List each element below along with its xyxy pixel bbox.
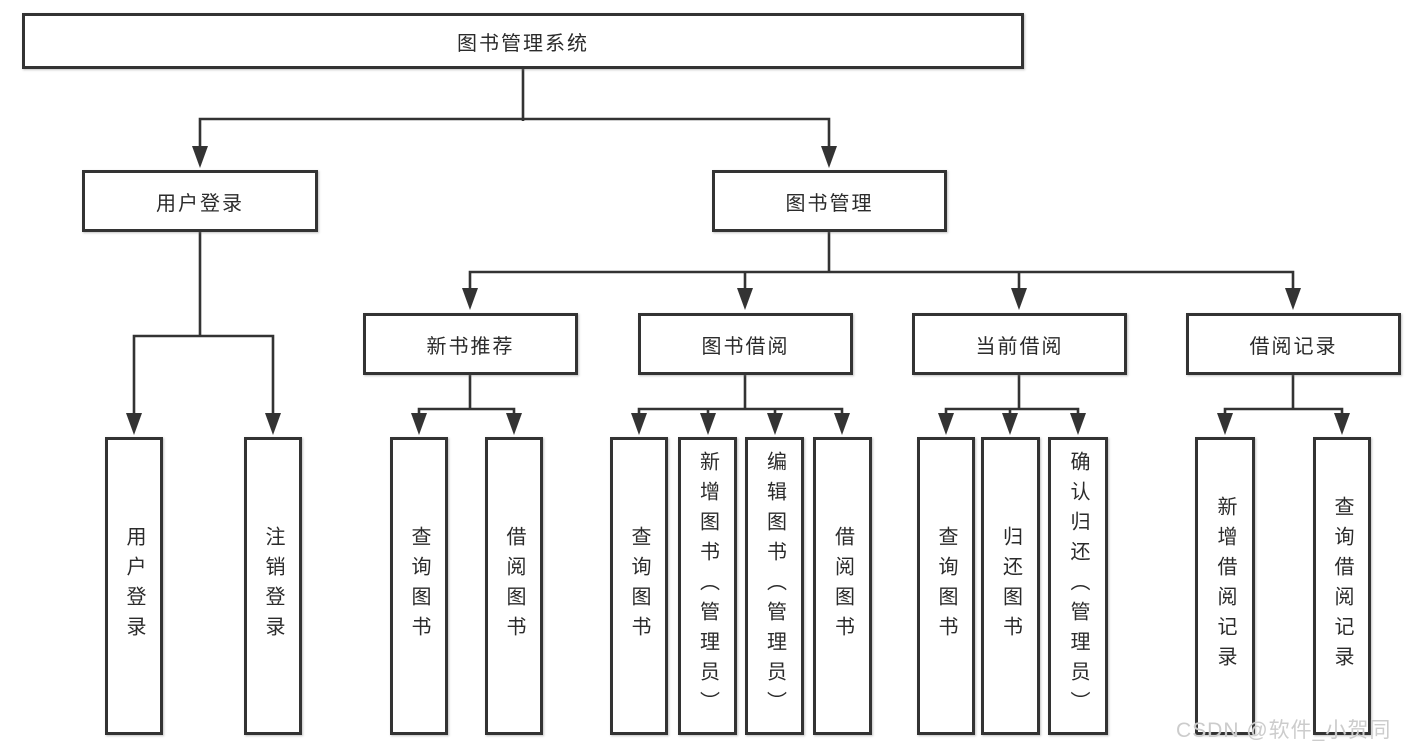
leaf-query-books-3: 查询图书	[917, 437, 975, 735]
arrowhead	[506, 413, 522, 435]
edge-records-branch	[1223, 407, 1344, 425]
node-book-borrowing: 图书借阅	[638, 313, 853, 375]
arrowhead	[411, 413, 427, 435]
node-new-book-recommendation: 新书推荐	[363, 313, 578, 375]
leaf-borrow-books-1: 借阅图书	[485, 437, 543, 735]
arrowhead	[265, 413, 281, 435]
arrowhead	[737, 288, 753, 310]
arrowhead	[1011, 288, 1027, 310]
arrowhead	[126, 413, 142, 435]
arrowhead	[1070, 413, 1086, 435]
leaf-query-borrow-record: 查询借阅记录	[1313, 437, 1371, 735]
arrowhead	[462, 288, 478, 310]
node-borrowing-records: 借阅记录	[1186, 313, 1401, 375]
arrowhead	[192, 146, 208, 168]
arrowhead	[1285, 288, 1301, 310]
arrowhead	[767, 413, 783, 435]
edge-root-branch	[198, 117, 831, 158]
leaf-logout: 注销登录	[244, 437, 302, 735]
leaf-confirm-return-admin: 确认归还（管理员）	[1048, 437, 1108, 735]
edge-borrow-branch	[637, 407, 844, 425]
arrowhead	[938, 413, 954, 435]
leaf-query-books-2: 查询图书	[610, 437, 668, 735]
arrowhead	[700, 413, 716, 435]
arrowhead	[1334, 413, 1350, 435]
leaf-borrow-books-2: 借阅图书	[813, 437, 872, 735]
arrowhead	[821, 146, 837, 168]
leaf-query-books-1: 查询图书	[390, 437, 448, 735]
leaf-edit-books-admin: 编辑图书（管理员）	[745, 437, 804, 735]
node-current-borrowing: 当前借阅	[912, 313, 1127, 375]
arrowhead	[1217, 413, 1233, 435]
arrowhead	[631, 413, 647, 435]
node-book-management: 图书管理	[712, 170, 947, 232]
leaf-add-books-admin: 新增图书（管理员）	[678, 437, 737, 735]
edge-bookmgmt-branch	[468, 270, 1295, 300]
arrowhead	[1002, 413, 1018, 435]
arrowhead	[834, 413, 850, 435]
leaf-add-borrow-record: 新增借阅记录	[1195, 437, 1255, 735]
node-user-login-group: 用户登录	[82, 170, 318, 232]
csdn-watermark: CSDN @软件_小贺同学	[1176, 719, 1392, 742]
leaf-return-books: 归还图书	[981, 437, 1040, 735]
edge-newbook-branch	[417, 407, 516, 425]
node-root: 图书管理系统	[22, 13, 1024, 69]
leaf-user-login: 用户登录	[105, 437, 163, 735]
edge-userlogin-branch	[132, 334, 275, 425]
